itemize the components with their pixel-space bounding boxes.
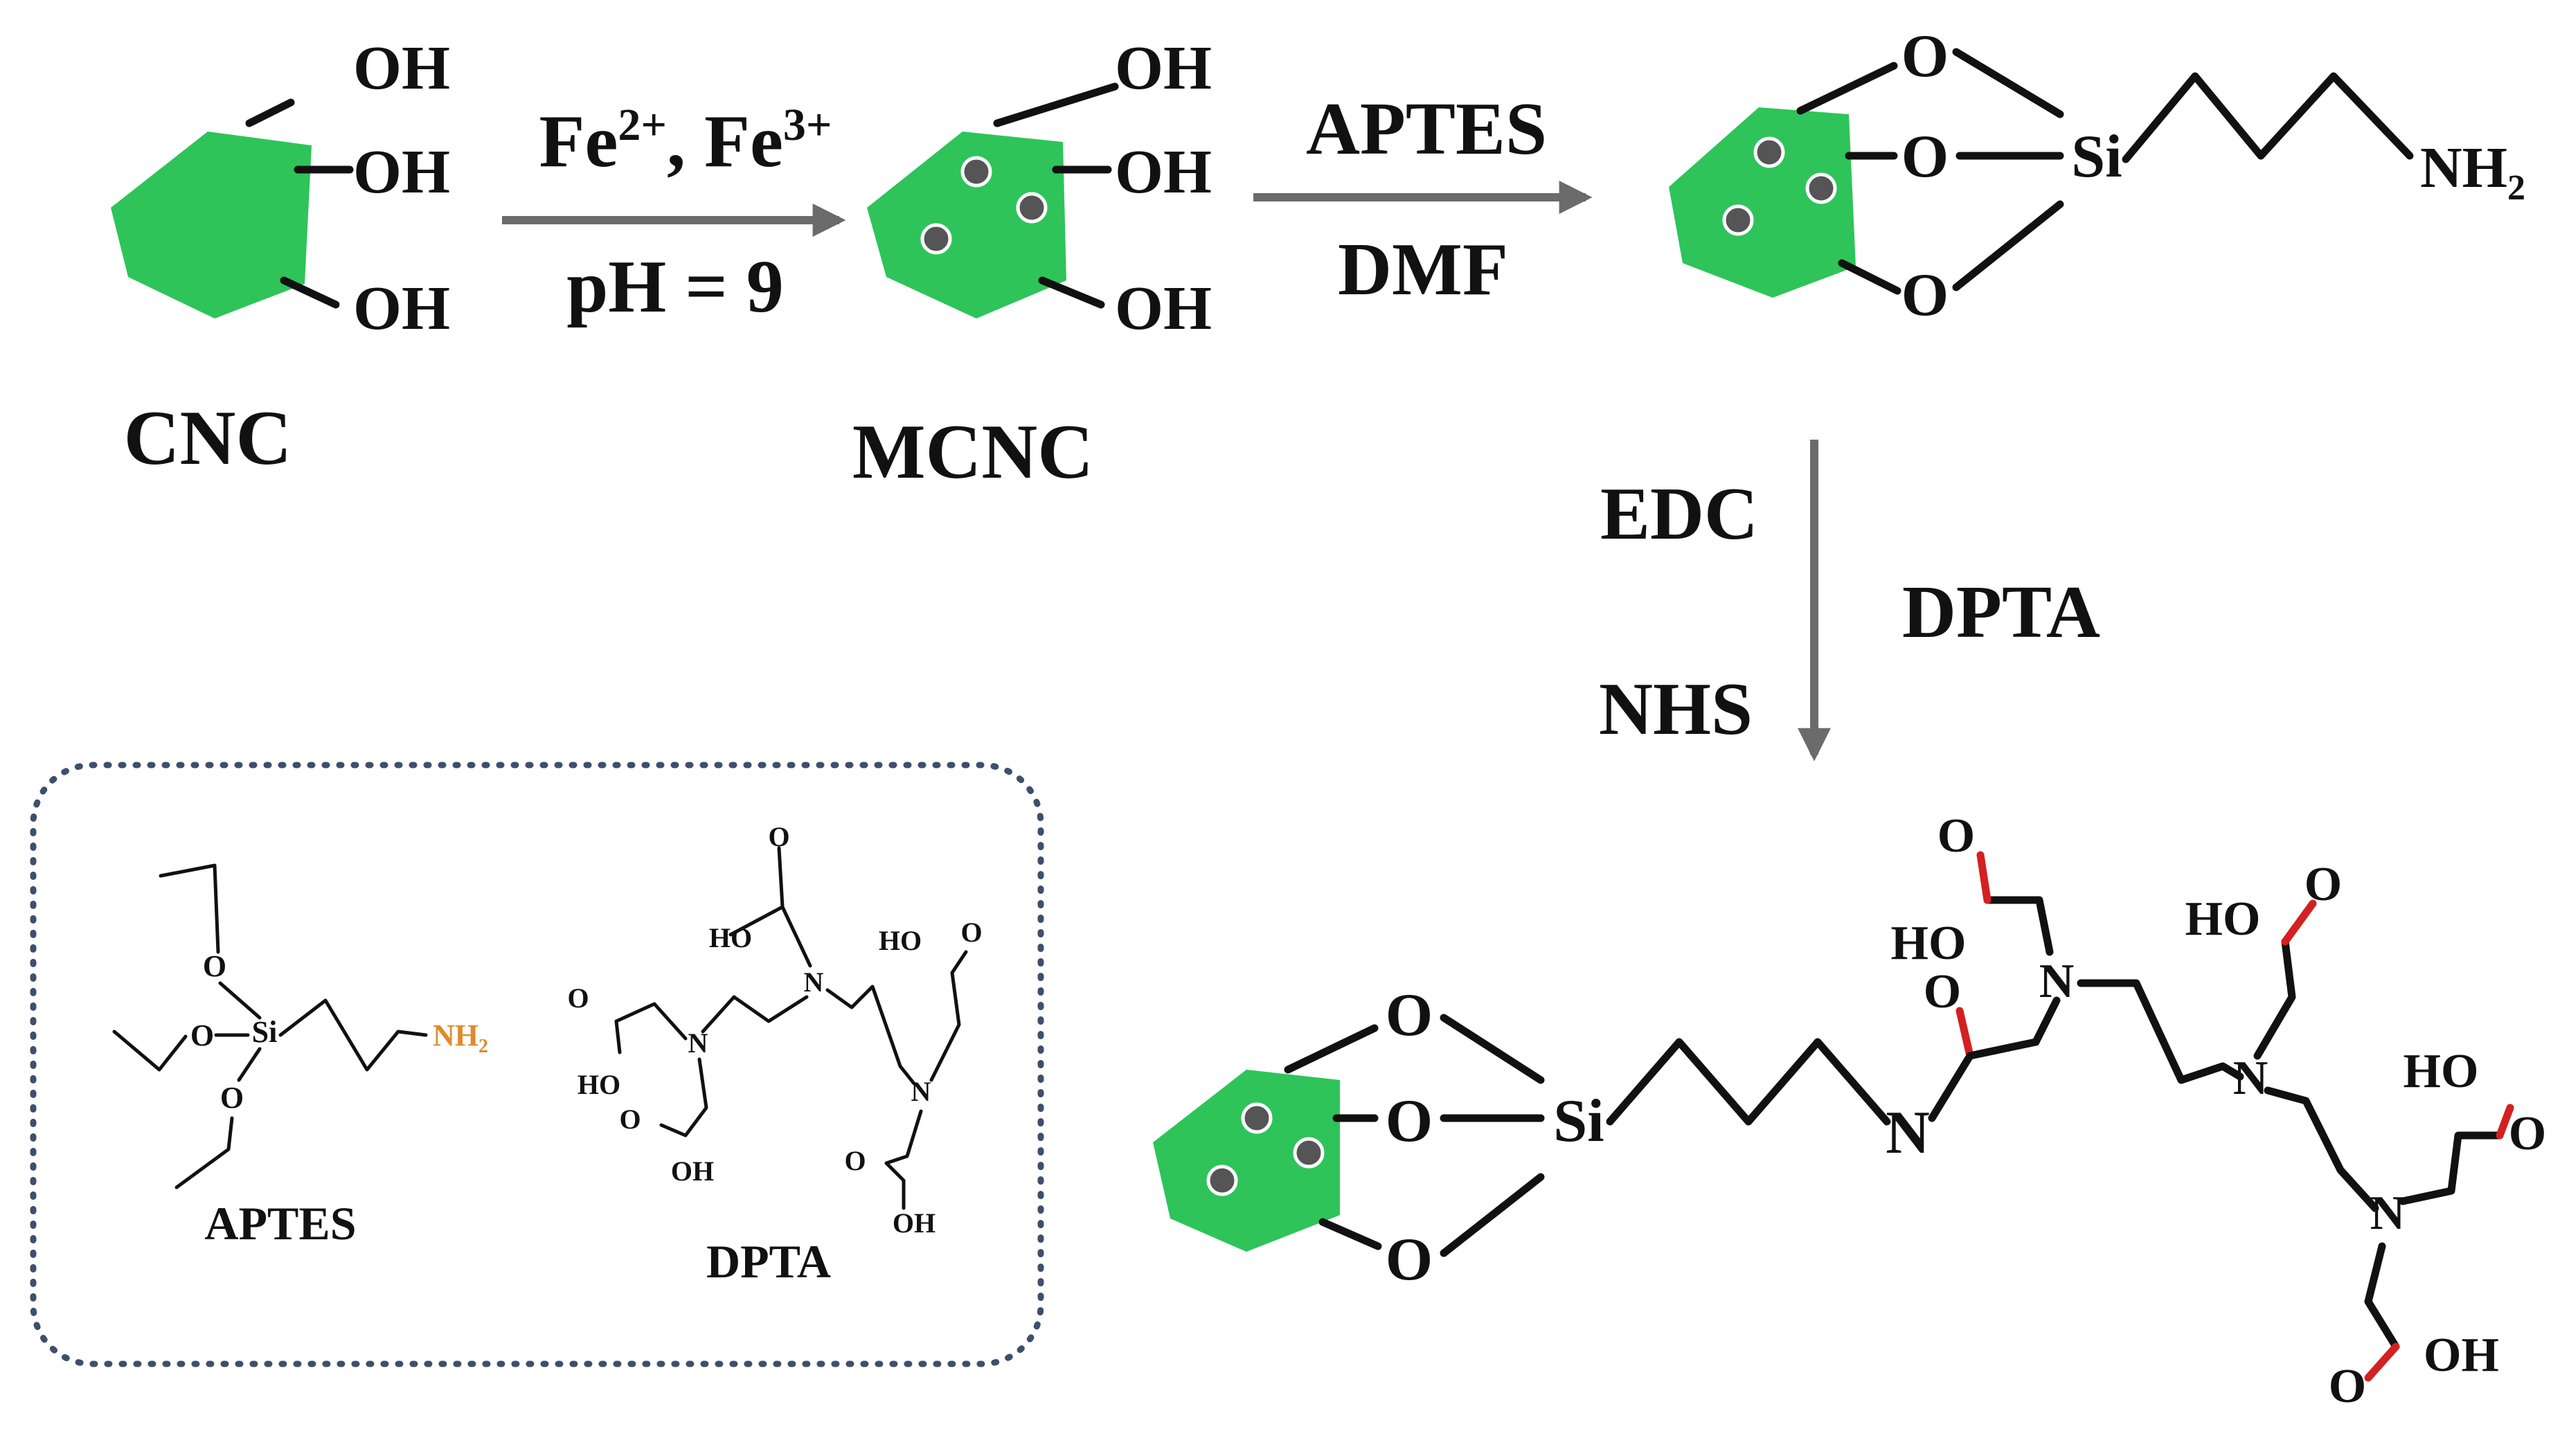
final-n-1: N xyxy=(2039,955,2075,1008)
aptes-nh2: NH2 xyxy=(2420,136,2525,208)
final-ho-1: HO xyxy=(1891,917,1967,970)
aptes-si: Si xyxy=(2071,123,2122,190)
step2-arrow-group: APTES DMF xyxy=(1253,88,1593,311)
step3-arrow-group: EDC NHS DPTA xyxy=(1599,440,2100,762)
legend-aptes-o-1: O xyxy=(203,949,226,983)
legend-dpta-n-3: N xyxy=(911,1076,931,1107)
aptes-o-1: O xyxy=(1901,23,1949,90)
final-oh-1: OH xyxy=(2424,1329,2499,1382)
mcnc-aptes-particle xyxy=(1669,107,1856,298)
legend-aptes-label: APTES xyxy=(204,1197,356,1250)
cnc-oh-1: OH xyxy=(353,34,450,102)
mcnc-label: MCNC xyxy=(852,409,1093,495)
cnc-particle xyxy=(111,132,312,318)
legend-dpta-n-1: N xyxy=(804,967,824,998)
legend-dpta-ho-3: HO xyxy=(879,925,922,956)
final-si: Si xyxy=(1553,1088,1604,1155)
aptes-o-3: O xyxy=(1901,262,1949,329)
legend-dpta-o-1: O xyxy=(768,821,789,852)
legend-dpta-o-3: O xyxy=(619,1104,641,1135)
final-particle xyxy=(1153,1070,1340,1252)
final-amide-o: O xyxy=(1924,965,1961,1018)
mcnc-oh-2: OH xyxy=(1115,138,1212,206)
step1-arrow-group: Fe2+, Fe3+ pH = 9 xyxy=(502,100,846,328)
reagent-legend: O O O Si NH2 APTES O HO N N O HO O xyxy=(30,762,1044,1367)
final-o-4: O xyxy=(1937,809,1975,863)
final-n-2: N xyxy=(2233,1052,2268,1105)
cnc-structure: OH OH OH CNC xyxy=(111,34,450,481)
final-o-5: O xyxy=(2304,858,2342,911)
cnc-oh-3: OH xyxy=(353,274,450,343)
legend-dpta-structure: O HO N N O HO O OH N HO O O OH DPTA xyxy=(567,821,982,1288)
legend-dpta-ho-2: HO xyxy=(578,1069,620,1100)
aptes-o-2: O xyxy=(1901,123,1949,190)
final-ho-2: HO xyxy=(2185,892,2261,946)
legend-box xyxy=(30,762,1044,1367)
step2-reagent-aptes: APTES xyxy=(1306,88,1547,170)
legend-dpta-o-2: O xyxy=(567,982,589,1014)
legend-aptes-o-2: O xyxy=(190,1018,214,1052)
final-n-3: N xyxy=(2370,1187,2406,1240)
legend-aptes-nh2: NH2 xyxy=(433,1018,488,1057)
step1-reagent-ph: pH = 9 xyxy=(566,246,784,328)
legend-dpta-o-4: O xyxy=(960,917,982,948)
final-o-2: O xyxy=(1386,1088,1433,1155)
cnc-label: CNC xyxy=(124,395,292,481)
step3-reagent-nhs: NHS xyxy=(1599,668,1753,751)
final-o-1: O xyxy=(1386,982,1433,1049)
cnc-oh-2: OH xyxy=(353,138,450,206)
mcnc-aptes-structure: O O O Si NH2 xyxy=(1669,23,2525,329)
mcnc-structure: OH OH OH MCNC xyxy=(852,34,1212,495)
step3-reagent-dpta: DPTA xyxy=(1902,571,2100,654)
legend-dpta-n-2: N xyxy=(688,1027,708,1059)
final-product-structure: O O O Si N O N O HO N O HO N HO O O OH xyxy=(1153,809,2546,1413)
final-o-3: O xyxy=(1386,1226,1433,1293)
legend-aptes-structure: O O O Si NH2 APTES xyxy=(112,863,488,1250)
final-o-6: O xyxy=(2509,1107,2546,1160)
legend-aptes-si: Si xyxy=(252,1015,278,1049)
legend-dpta-ho-1: HO xyxy=(709,922,752,953)
step1-reagent-fe: Fe2+, Fe3+ xyxy=(539,100,832,183)
legend-dpta-o-5: O xyxy=(844,1145,866,1176)
legend-dpta-oh-1: OH xyxy=(671,1156,714,1187)
step3-reagent-edc: EDC xyxy=(1600,473,1758,555)
final-ho-3: HO xyxy=(2404,1045,2479,1098)
step2-reagent-dmf: DMF xyxy=(1338,228,1508,311)
legend-dpta-oh-2: OH xyxy=(893,1207,936,1239)
final-amide-n: N xyxy=(1886,1099,1930,1167)
legend-aptes-o-3: O xyxy=(220,1081,244,1115)
mcnc-oh-1: OH xyxy=(1115,34,1212,102)
legend-dpta-label: DPTA xyxy=(706,1235,831,1288)
final-o-7: O xyxy=(2329,1360,2366,1413)
mcnc-particle xyxy=(867,132,1066,318)
mcnc-oh-3: OH xyxy=(1115,274,1212,343)
